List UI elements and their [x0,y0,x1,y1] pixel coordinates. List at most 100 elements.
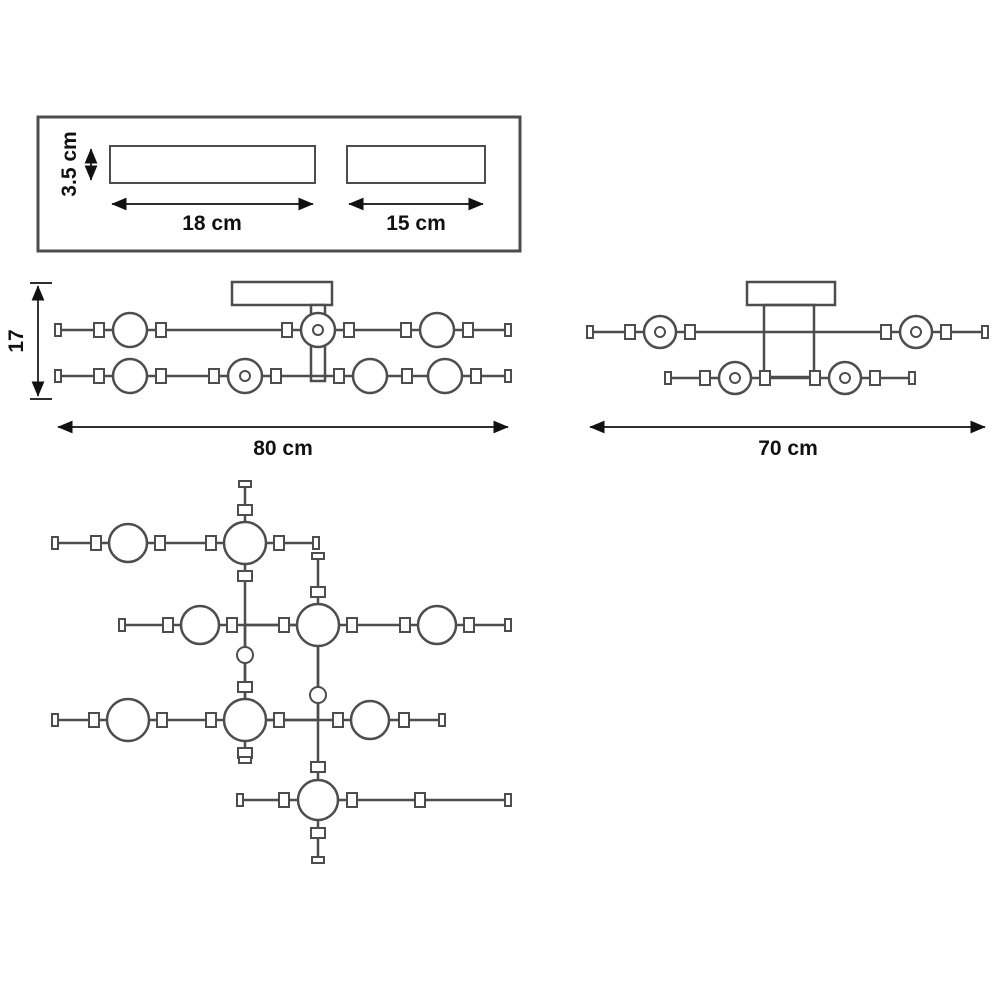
connector [155,368,167,384]
end-cap [236,793,244,807]
lamp-sphere [295,602,341,648]
mount-plate-detail-view: 3.5 cm 18 cm 15 cm [36,115,522,253]
end-cap [504,323,512,337]
connector [398,712,410,728]
connector [400,322,412,338]
end-cap [504,618,512,632]
lamp-sphere [418,311,456,349]
lamp-sphere [111,357,149,395]
lamp-sphere [105,697,151,743]
end-cap [311,552,325,560]
lamp-sphere [179,604,221,646]
connector [237,681,253,693]
end-cap [312,536,320,550]
sphere-joint-detail [239,370,251,382]
front-width-label: 80 cm [253,437,313,460]
connector [154,535,166,551]
lamp-sphere [416,604,458,646]
connector [162,617,174,633]
end-cap [586,325,594,339]
end-cap [438,713,446,727]
connector [237,504,253,516]
end-cap [908,371,916,385]
connector [332,712,344,728]
connector [869,370,881,386]
connector [93,368,105,384]
mount-plate-right [346,145,486,184]
plate-height-label: 3.5 cm [58,131,81,196]
side-width-label: 70 cm [758,437,818,460]
plate-left-width-label: 18 cm [182,212,242,235]
end-cap [54,369,62,383]
connector [208,368,220,384]
connector [809,370,821,386]
sphere-joint-detail [839,372,851,384]
connector [237,570,253,582]
connector [278,617,290,633]
connector [414,792,426,808]
connector [333,368,345,384]
connector [940,324,952,340]
connector [273,712,285,728]
connector [399,617,411,633]
end-cap [311,856,325,864]
lamp-sphere [349,699,391,741]
front-elevation-view: 17 80 cm [5,280,512,460]
lamp-sphere [222,520,268,566]
connector [310,586,326,598]
side-elevation-view: 70 cm [586,280,989,460]
sphere-joint-detail [729,372,741,384]
connector [759,370,771,386]
connector [401,368,413,384]
lamp-sphere [351,357,389,395]
detail-frame [36,115,522,253]
end-cap [981,325,989,339]
end-cap [118,618,126,632]
connector [310,827,326,839]
connector [699,370,711,386]
lamp-sphere [222,697,268,743]
end-cap [51,713,59,727]
lamp-sphere [111,311,149,349]
connector [470,368,482,384]
ceiling-canopy [230,280,334,307]
connector [624,324,636,340]
ball-joint [236,646,254,664]
connector [462,322,474,338]
connector [226,617,238,633]
end-cap [238,756,252,764]
sphere-joint-detail [654,326,666,338]
connector [90,535,102,551]
connector [270,368,282,384]
mount-plate-left [109,145,316,184]
end-cap [51,536,59,550]
connector [156,712,168,728]
connector [273,535,285,551]
connector [205,712,217,728]
connector [88,712,100,728]
connector [155,322,167,338]
end-cap [504,369,512,383]
sphere-joint-detail [910,326,922,338]
end-cap [54,323,62,337]
fixture-height-label: 17 [5,329,28,352]
lamp-sphere [296,778,340,822]
end-cap [238,480,252,488]
connector [346,617,358,633]
plan-view [51,480,512,864]
connector [346,792,358,808]
connector [278,792,290,808]
sphere-joint-detail [312,324,324,336]
support-bracket [762,303,816,379]
connector [205,535,217,551]
connector [880,324,892,340]
ceiling-canopy [745,280,837,307]
end-cap [504,793,512,807]
connector [310,761,326,773]
end-cap [664,371,672,385]
connector [684,324,696,340]
connector [343,322,355,338]
connector [93,322,105,338]
